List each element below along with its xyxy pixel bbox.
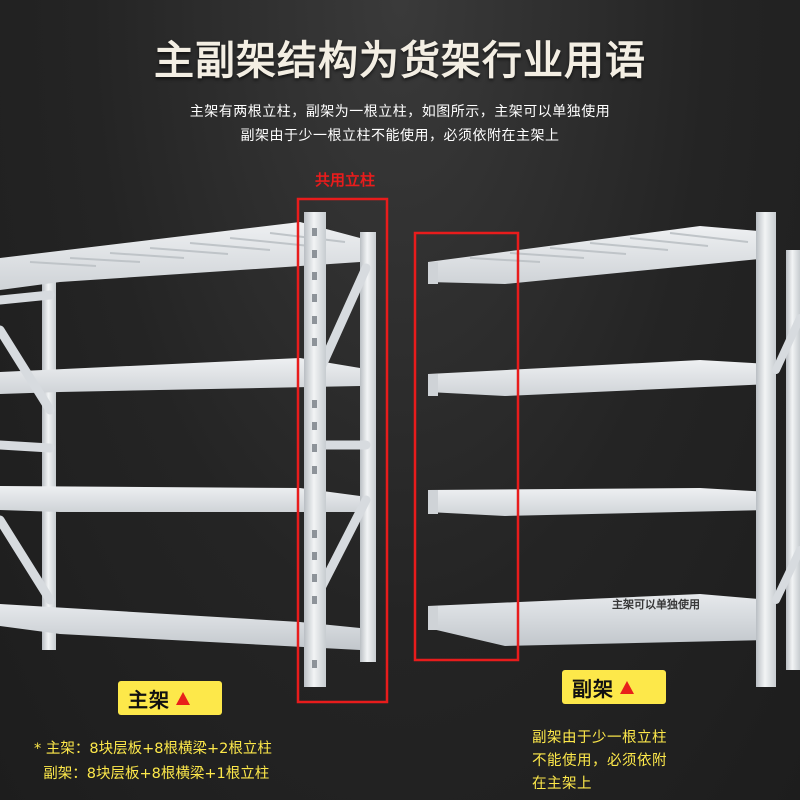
sub-rack-spec: 副架：8块层板+8根横梁+1根立柱	[34, 766, 270, 782]
main-rack-shelf-4	[0, 604, 360, 650]
up-arrow-icon	[620, 680, 634, 694]
main-rack-shelf-2	[0, 358, 360, 394]
sub-rack-shelf-1	[428, 226, 770, 284]
sub-rack-note-line-1: 副架由于少一根立柱	[532, 730, 667, 746]
shared-post-holes	[312, 228, 317, 668]
sub-rack-shelf-4	[428, 594, 770, 646]
main-rack	[0, 212, 376, 687]
sub-rack-note-line-3: 在主架上	[532, 776, 592, 792]
sub-rack-shelf-1-slats	[469, 232, 749, 263]
sub-rack-back-post	[786, 250, 800, 670]
main-rack-badge: 主架	[118, 681, 222, 715]
description-line-1: 主架有两根立柱，副架为一根立柱，如图所示，主架可以单独使用	[189, 104, 611, 120]
sub-rack-note-line-2: 不能使用，必须依附	[532, 753, 667, 769]
shared-column-label: 共用立柱	[314, 171, 375, 189]
main-rack-shelf-3	[0, 486, 360, 512]
description-line-2: 副架由于少一根立柱不能使用，必须依附在主架上	[240, 128, 560, 144]
main-rack-back-left-post	[42, 270, 56, 650]
sub-rack-badge: 副架	[562, 670, 666, 704]
photo-watermark: 主架可以单独使用	[612, 598, 700, 611]
up-arrow-icon	[176, 691, 190, 705]
sub-rack-front-post	[756, 212, 776, 687]
missing-column-highlight-box	[413, 231, 520, 662]
main-rack-badge-label: 主架	[128, 687, 170, 712]
sub-rack-shelf-3	[428, 488, 770, 516]
sub-rack-bracing	[772, 314, 800, 604]
shared-column-highlight-box	[296, 197, 389, 704]
main-rack-shelf-1	[0, 222, 360, 290]
page-title: 主副架结构为货架行业用语	[154, 38, 646, 84]
main-rack-shelf-1-slats	[29, 232, 346, 267]
main-rack-bracing	[0, 263, 371, 605]
sub-rack-shelf-2	[428, 360, 770, 396]
sub-rack-badge-label: 副架	[572, 676, 614, 701]
main-rack-spec: * 主架：8块层板+8根横梁+2根立柱	[34, 741, 272, 757]
sub-rack-beam-hooks	[428, 262, 438, 630]
sub-rack	[428, 212, 800, 687]
